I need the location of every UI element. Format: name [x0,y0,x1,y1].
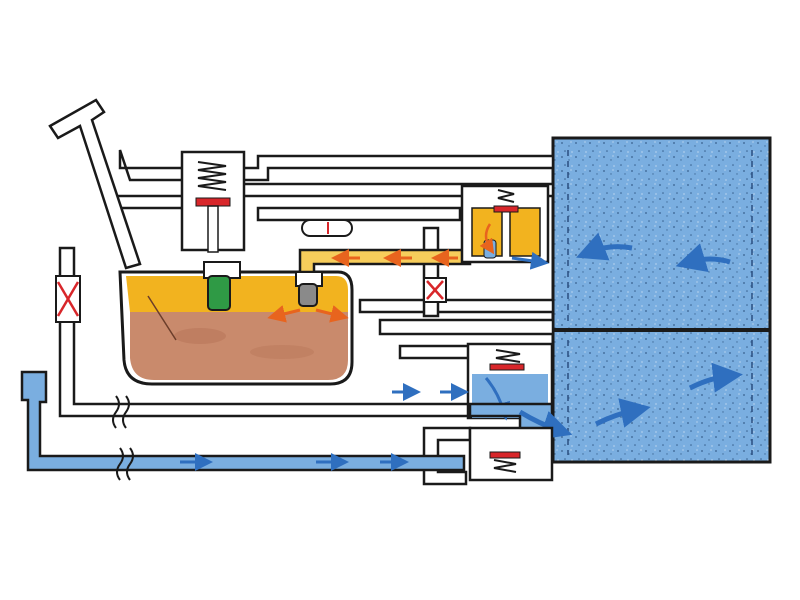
shutoff-valve-left [55,275,81,323]
pipe-break-marks [112,395,134,481]
water-tank-upper [551,136,772,332]
spring-valve-right [460,184,550,270]
fuel-tank [118,270,354,386]
grey-float-valve [295,271,323,307]
fill-funnel [48,98,142,270]
water-tank-lower [551,328,772,464]
fuel-tank-flow-arrows [267,305,349,323]
spring-valve-top [180,150,246,253]
water-tank-flow-arrows [576,232,743,428]
sediment-layer [130,312,348,380]
vent-cap [301,219,353,237]
water-inlet-pipe [20,370,469,472]
fuel-transfer-pipe [298,248,472,274]
green-float-valve [203,261,241,311]
spring-valve-bottom [468,426,554,482]
shutoff-valve-middle [423,277,447,303]
